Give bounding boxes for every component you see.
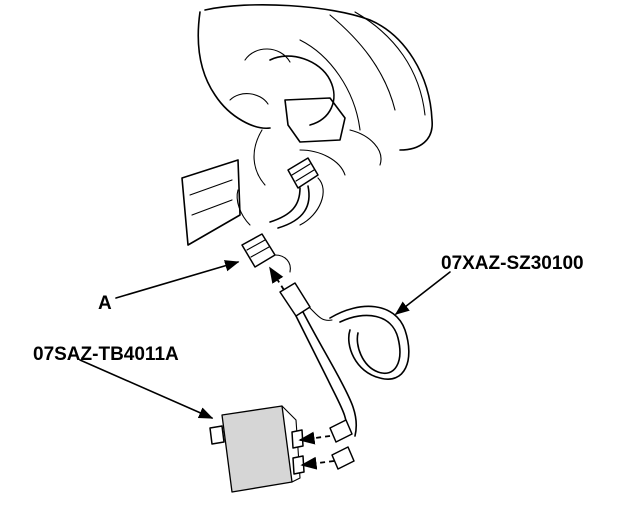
- vehicle-upper-connector: [287, 157, 319, 189]
- plug-in-arrows: [269, 266, 335, 470]
- callout-harness-part-number: 07XAZ-SZ30100: [441, 253, 584, 274]
- lower-panel: [181, 159, 241, 246]
- leader-arrows: [79, 260, 451, 419]
- callout-connector-a: A: [98, 293, 112, 314]
- connector-a: [241, 233, 291, 273]
- callout-tester-part-number: 07SAZ-TB4011A: [33, 344, 179, 365]
- tester-unit: [209, 405, 305, 493]
- vehicle-wire-bundle: [236, 177, 324, 229]
- test-harness: [279, 282, 410, 437]
- harness-tester-plugs: [329, 419, 355, 470]
- vehicle-body-outline: [197, 4, 433, 186]
